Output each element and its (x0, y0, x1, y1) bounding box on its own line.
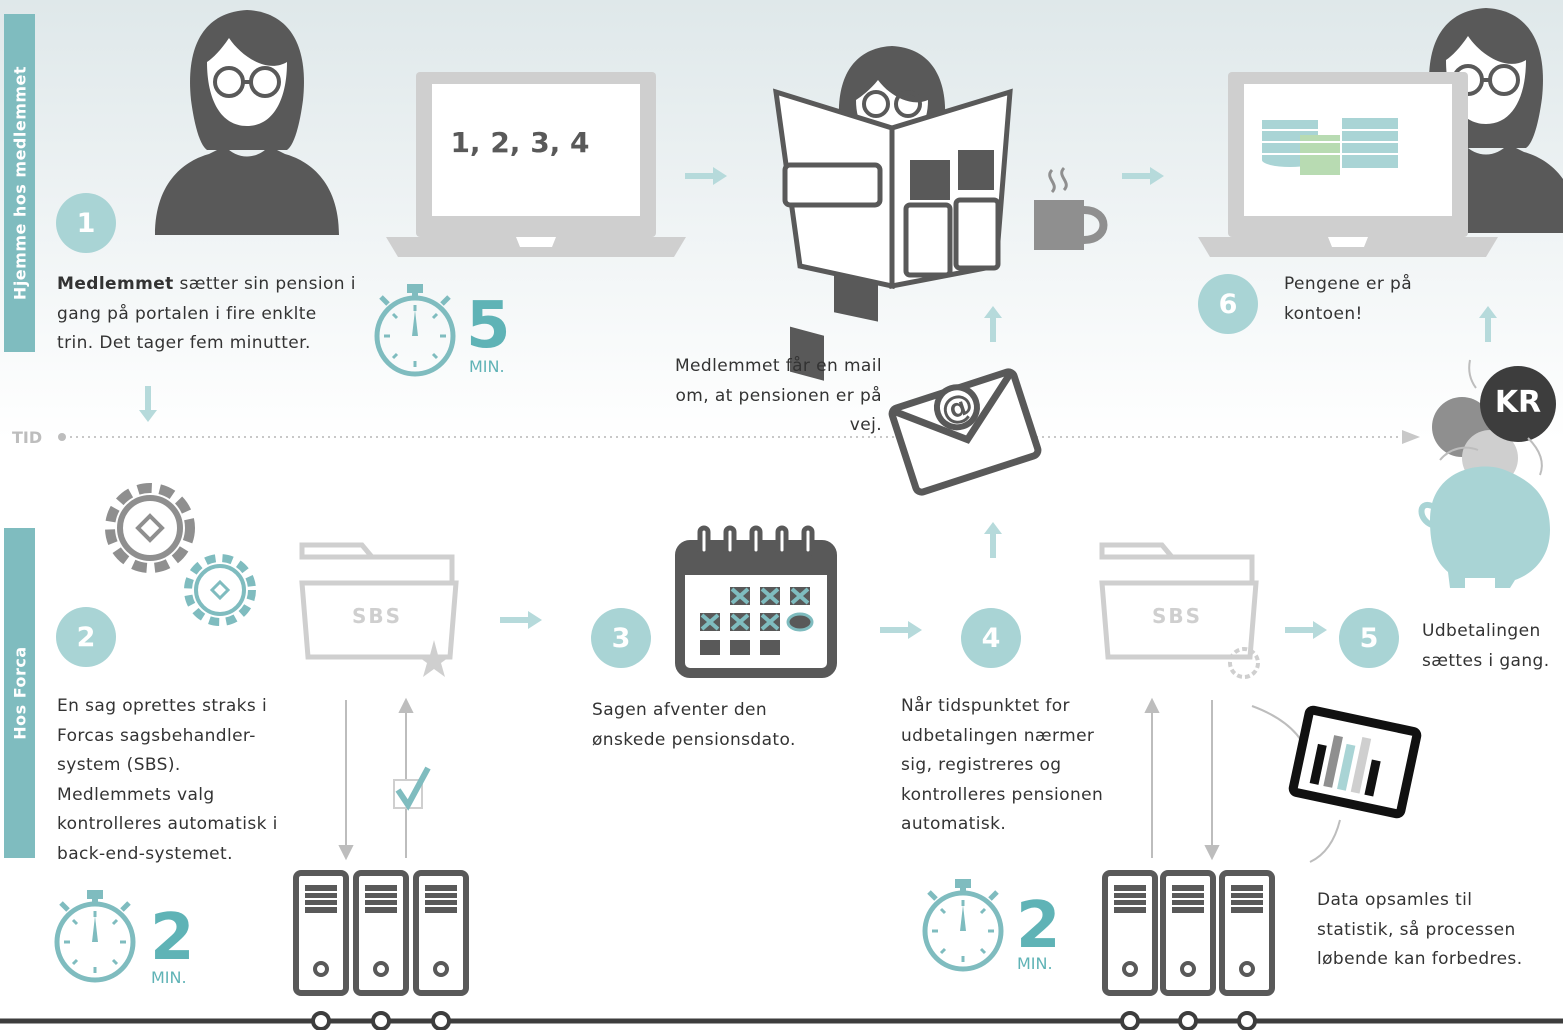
step-6-text: Pengene er på kontoen! (1284, 274, 1413, 324)
mail-note: Medlemmet får en mail om, at pensionen e… (674, 356, 882, 435)
side-tab-forca: Hos Forca (4, 528, 35, 858)
step-badge-2: 2 (56, 607, 116, 667)
folder-label-1: SBS (351, 604, 403, 628)
step-badge-5: 5 (1339, 608, 1399, 668)
step-5-text: Udbetalingen sættes i gang. (1422, 621, 1550, 671)
stats-note: Data opsamles til statistik, så processe… (1317, 890, 1523, 969)
timer-3-unit: MIN. (1017, 954, 1053, 973)
step-1-rest: sætter sin pension i gang på portalen i … (57, 274, 356, 353)
step-badge-4: 4 (961, 608, 1021, 668)
laptop-screen-text: 1, 2, 3, 4 (450, 126, 590, 159)
step-3-text: Sagen afventer den ønskede pensionsdato. (592, 700, 796, 750)
step-1-text: Medlemmet sætter sin pension i gang på p… (57, 270, 357, 359)
timer-1-value: 5 (466, 289, 511, 363)
timer-1-unit: MIN. (469, 357, 505, 376)
timer-3-value: 2 (1016, 889, 1061, 963)
timeline-label: TID (12, 428, 43, 447)
timer-2-value: 2 (150, 901, 195, 975)
side-tab-home: Hjemme hos medlemmet (4, 14, 35, 352)
step-2-text: En sag oprettes straks i Forcas sagsbeha… (57, 696, 278, 864)
step-badge-3: 3 (591, 608, 651, 668)
step-badge-1: 1 (56, 193, 116, 253)
step-badge-6: 6 (1198, 274, 1258, 334)
step-4-text: Når tidspunktet for udbetalingen nærmer … (901, 696, 1104, 834)
step-1-bold: Medlemmet (57, 274, 174, 294)
currency-label: KR (1494, 385, 1542, 420)
folder-label-2: SBS (1151, 604, 1203, 628)
timer-2-unit: MIN. (151, 968, 187, 987)
